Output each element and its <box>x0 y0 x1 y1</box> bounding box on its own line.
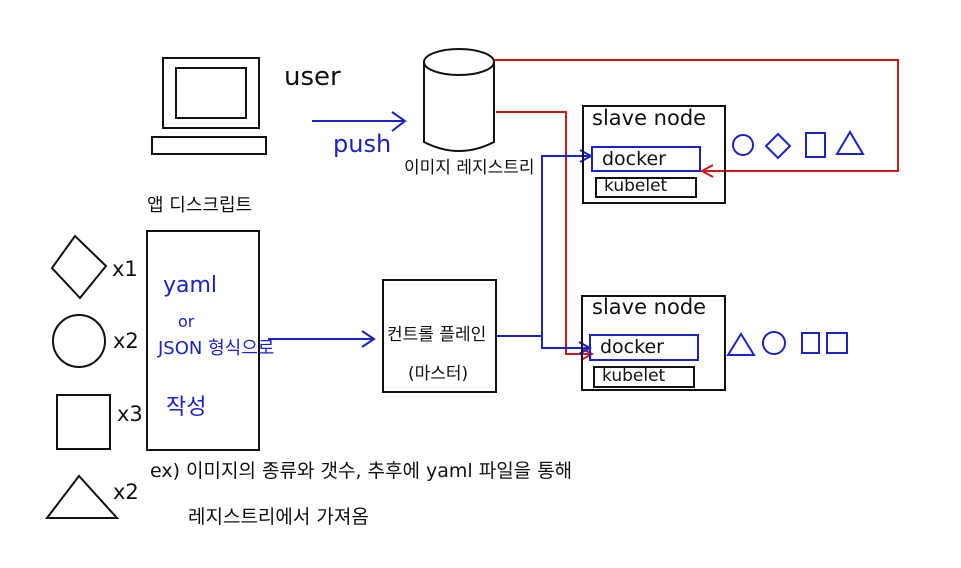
control-plane-master-label: (마스터) <box>408 364 469 384</box>
control-plane-label: 컨트롤 플레인 <box>387 325 487 345</box>
multiplier-triangle: x2 <box>113 480 139 504</box>
footnote-line-1: ex) 이미지의 종류와 갯수, 추후에 yaml 파일을 통해 <box>150 460 573 482</box>
node2-containers <box>726 331 848 356</box>
square-shape-icon <box>56 394 111 450</box>
app-description-line-4: 작성 <box>166 395 207 420</box>
app-description-box <box>146 230 260 451</box>
deploy-arrow <box>268 330 376 348</box>
computer-icon <box>151 57 267 155</box>
node1-containers <box>732 130 865 160</box>
slave-node-1 <box>582 105 726 204</box>
shape-legend <box>44 234 120 519</box>
user-label: user <box>284 62 341 92</box>
triangle-container-icon <box>726 332 756 356</box>
slave-node-2-docker: docker <box>600 336 664 358</box>
diamond-container-icon <box>764 132 792 160</box>
app-description-line-1: yaml <box>163 273 218 298</box>
diamond-shape-icon <box>50 234 108 300</box>
multiplier-circle: x2 <box>113 329 139 353</box>
registry-link-node2 <box>496 111 595 361</box>
triangle-container-icon <box>835 130 865 155</box>
footnote-line-2: 레지스트리에서 가져옴 <box>188 506 369 528</box>
multiplier-diamond: x1 <box>112 257 138 281</box>
circle-container-icon <box>762 331 786 355</box>
circle-shape-icon <box>52 314 106 368</box>
slave-node-1-kubelet: kubelet <box>604 176 668 196</box>
registry-label: 이미지 레지스트리 <box>404 158 535 178</box>
registry-cylinder-icon <box>423 48 495 152</box>
square-container-icon <box>801 332 820 354</box>
slave-node-2 <box>581 295 726 391</box>
registry-link-node1 <box>494 59 899 178</box>
slave-node-1-title: slave node <box>592 106 707 130</box>
square-container-icon <box>826 332 848 354</box>
control-plane-box <box>382 279 497 393</box>
square-container-icon <box>805 132 826 158</box>
app-description-title: 앱 디스크립트 <box>147 195 253 216</box>
slave-node-1-docker: docker <box>602 148 666 170</box>
push-label: push <box>333 130 392 158</box>
slave-node-2-title: slave node <box>592 295 707 319</box>
slave-node-2-kubelet: kubelet <box>602 366 666 386</box>
push-arrow <box>312 111 407 132</box>
app-description-line-3: JSON 형식으로 <box>158 338 275 359</box>
triangle-shape-icon <box>44 474 120 519</box>
app-description-line-2: or <box>178 312 195 331</box>
multiplier-square: x3 <box>117 402 143 426</box>
circle-container-icon <box>732 134 754 156</box>
